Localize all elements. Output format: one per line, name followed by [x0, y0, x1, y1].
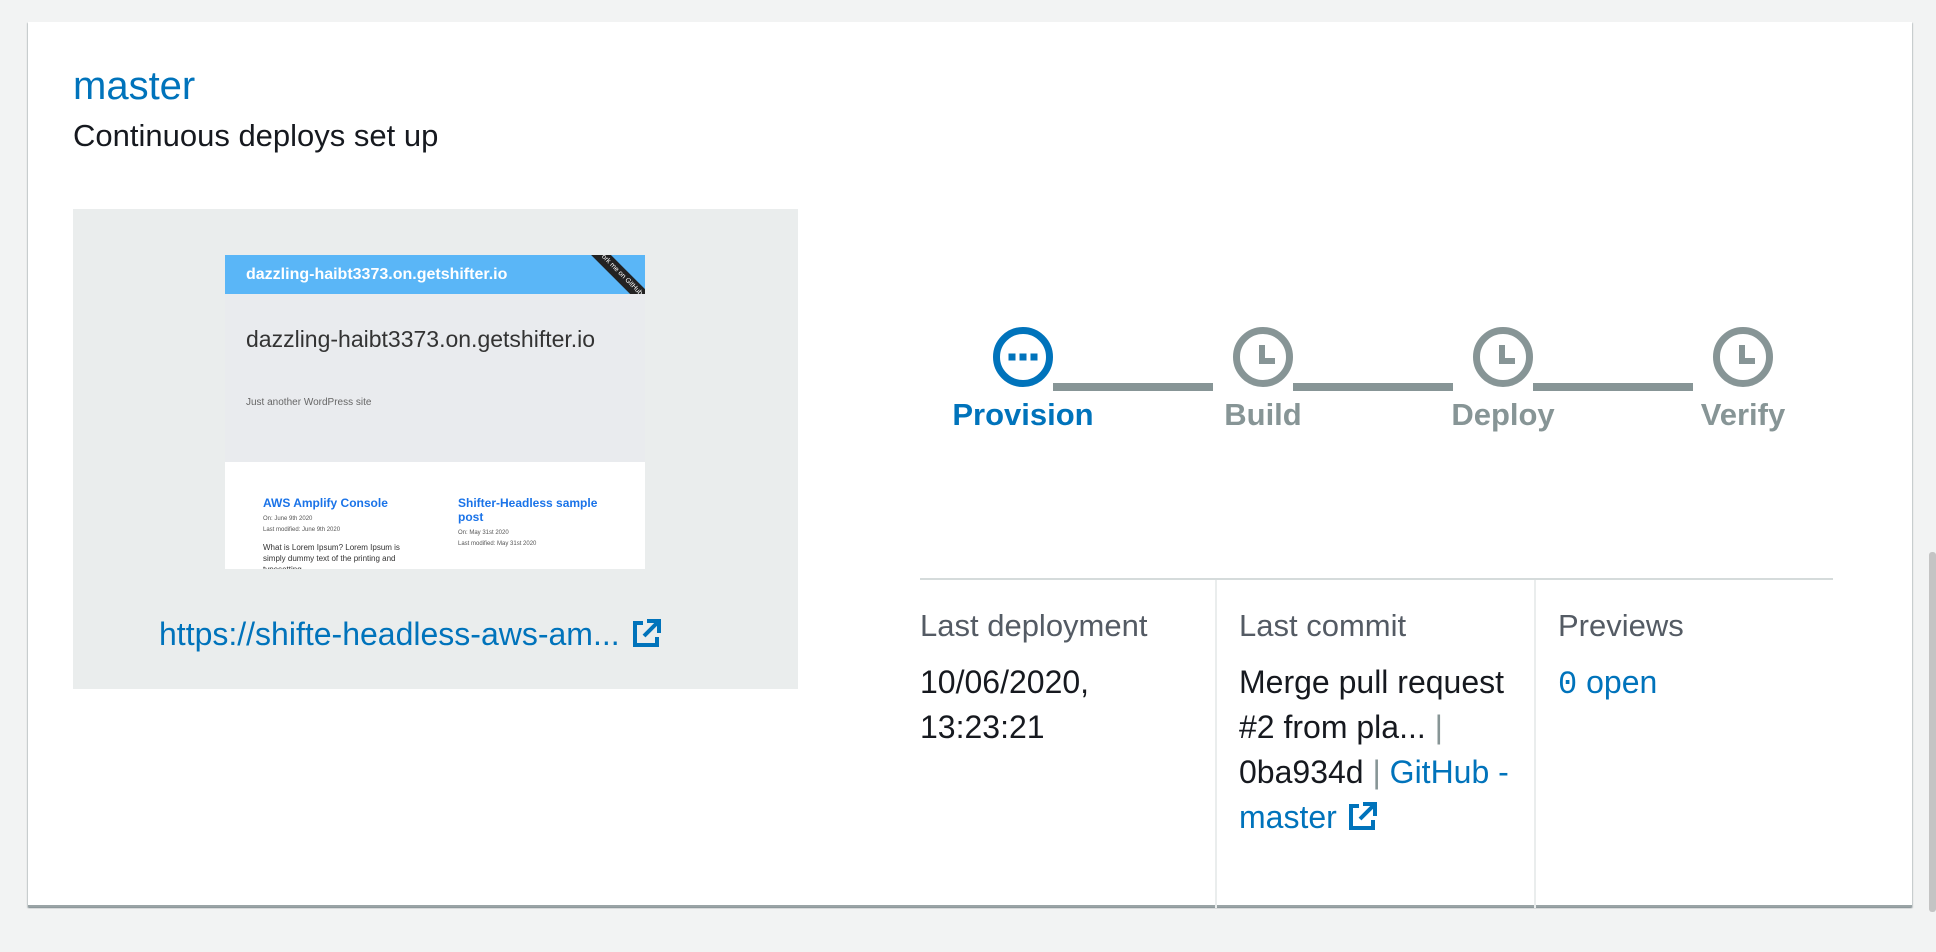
separator: | — [1434, 709, 1443, 745]
clock-icon — [1473, 327, 1533, 387]
branch-card: master Continuous deploys set up dazzlin… — [28, 22, 1912, 908]
thumbnail-post-excerpt: What is Lorem Ipsum? Lorem Ipsum is simp… — [263, 543, 400, 569]
site-url-text[interactable]: https://shifte-headless-aws-am... — [159, 616, 620, 652]
thumbnail-post-title: Shifter-Headless sample post — [458, 496, 598, 524]
stage-label: Deploy — [1451, 397, 1555, 432]
pipeline-connector — [1293, 383, 1453, 391]
in-progress-icon — [993, 327, 1053, 387]
site-screenshot-thumbnail[interactable]: dazzling-haibt3373.on.getshifter.io Fork… — [225, 255, 645, 569]
site-url-link[interactable]: https://shifte-headless-aws-am... — [159, 616, 719, 658]
last-commit-column: Last commit Merge pull request #2 from p… — [1239, 580, 1536, 908]
stage-label: Build — [1224, 397, 1302, 432]
thumbnail-post-meta: On: June 9th 2020 Last modified: June 9t… — [263, 514, 418, 536]
info-divider — [920, 578, 1833, 580]
branch-name-link[interactable]: master — [73, 64, 196, 108]
previews-open-link[interactable]: 0 open — [1558, 660, 1657, 707]
thumbnail-post: Shifter-Headless sample post On: May 31s… — [458, 496, 613, 550]
pipeline-connector — [1053, 383, 1213, 391]
previews-suffix[interactable]: open — [1577, 664, 1658, 700]
last-deployment-label: Last deployment — [920, 608, 1148, 643]
external-link-icon[interactable] — [1346, 800, 1378, 845]
page-scrollbar[interactable] — [1929, 552, 1936, 912]
site-preview-panel: dazzling-haibt3373.on.getshifter.io Fork… — [73, 209, 798, 689]
previews-label: Previews — [1558, 608, 1684, 643]
stage-verify: Verify — [1643, 327, 1843, 433]
thumbnail-post-modified: Last modified: May 31st 2020 — [458, 541, 537, 547]
deploy-status-text: Continuous deploys set up — [73, 118, 439, 153]
stage-deploy: Deploy — [1403, 327, 1603, 433]
clock-icon — [1233, 327, 1293, 387]
thumbnail-post-title: AWS Amplify Console — [263, 496, 388, 510]
previews-column: Previews 0 open — [1558, 580, 1833, 908]
previews-count[interactable]: 0 — [1558, 666, 1578, 703]
thumbnail-post: AWS Amplify Console On: June 9th 2020 La… — [263, 496, 418, 569]
thumbnail-post-modified: Last modified: June 9th 2020 — [263, 527, 341, 533]
thumbnail-hero-tagline: Just another WordPress site — [246, 397, 372, 408]
thumbnail-post-posted: On: June 9th 2020 — [263, 516, 313, 522]
thumbnail-header: dazzling-haibt3373.on.getshifter.io — [225, 255, 645, 294]
stage-label: Provision — [952, 397, 1094, 432]
last-deployment-column: Last deployment 10/06/2020, 13:23:21 — [920, 580, 1217, 908]
external-link-icon[interactable] — [630, 618, 662, 658]
stage-provision: Provision — [923, 327, 1123, 433]
last-deployment-value: 10/06/2020, 13:23:21 — [920, 664, 1090, 745]
separator: | — [1372, 754, 1381, 790]
deployment-pipeline: Provision Build Deploy Verify — [923, 327, 1823, 487]
thumbnail-post-meta: On: May 31st 2020 Last modified: May 31s… — [458, 528, 613, 550]
commit-hash: 0ba934d — [1239, 754, 1364, 790]
thumbnail-hero: dazzling-haibt3373.on.getshifter.io Just… — [225, 294, 645, 462]
stage-label: Verify — [1700, 397, 1786, 432]
pipeline-connector — [1533, 383, 1693, 391]
clock-icon — [1713, 327, 1773, 387]
thumbnail-hero-title: dazzling-haibt3373.on.getshifter.io — [246, 326, 596, 352]
stage-build: Build — [1163, 327, 1363, 433]
last-commit-label: Last commit — [1239, 608, 1407, 643]
commit-message: Merge pull request #2 from pla... — [1239, 664, 1505, 745]
thumbnail-post-posted: On: May 31st 2020 — [458, 530, 509, 536]
last-commit-value: Merge pull request #2 from pla... | 0ba9… — [1239, 660, 1509, 845]
repo-branch-link[interactable]: GitHub - master — [1239, 754, 1509, 835]
